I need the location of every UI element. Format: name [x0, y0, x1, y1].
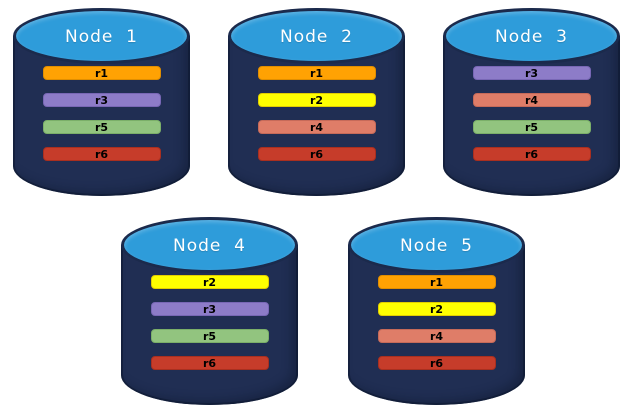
node-1-cylinder-top: Node 1 [13, 8, 190, 64]
replica-label: r3 [94, 93, 109, 107]
replica-label: r2 [429, 302, 444, 316]
replica-label: r4 [309, 120, 324, 134]
node-4-replica-list: r2 r3 r5 r6 [121, 275, 298, 370]
node-5-replica-list: r1 r2 r4 r6 [348, 275, 525, 370]
node-3-cylinder: Node 3 r3 r4 r5 r6 [443, 8, 620, 196]
replica-label: r6 [309, 147, 324, 161]
replica-bar-r5: r5 [150, 329, 269, 343]
node-1-title: Node 1 [65, 27, 138, 47]
replica-bar-r6: r6 [42, 147, 161, 161]
replica-label: r6 [202, 356, 217, 370]
replica-label: r1 [429, 275, 444, 289]
node-1-cylinder: Node 1 r1 r3 r5 r6 [13, 8, 190, 196]
replica-label: r2 [309, 93, 324, 107]
node-3-cylinder-top: Node 3 [443, 8, 620, 64]
replica-bar-r5: r5 [472, 120, 591, 134]
replica-label: r6 [524, 147, 539, 161]
replica-label: r1 [94, 66, 109, 80]
node-4-cylinder: Node 4 r2 r3 r5 r6 [121, 217, 298, 405]
node-2-cylinder-top: Node 2 [228, 8, 405, 64]
replica-bar-r3: r3 [42, 93, 161, 107]
replica-bar-r6: r6 [150, 356, 269, 370]
replica-bar-r6: r6 [377, 356, 496, 370]
replica-label: r6 [94, 147, 109, 161]
node-5-title: Node 5 [400, 236, 473, 256]
replica-label: r5 [94, 120, 109, 134]
replica-bar-r6: r6 [257, 147, 376, 161]
replica-bar-r1: r1 [42, 66, 161, 80]
replica-bar-r1: r1 [377, 275, 496, 289]
replica-label: r5 [202, 329, 217, 343]
replica-bar-r2: r2 [150, 275, 269, 289]
replica-label: r6 [429, 356, 444, 370]
replica-bar-r6: r6 [472, 147, 591, 161]
replica-bar-r5: r5 [42, 120, 161, 134]
replica-bar-r3: r3 [150, 302, 269, 316]
replica-label: r1 [309, 66, 324, 80]
replica-bar-r2: r2 [377, 302, 496, 316]
replica-label: r4 [429, 329, 444, 343]
replica-label: r3 [524, 66, 539, 80]
node-3-replica-list: r3 r4 r5 r6 [443, 66, 620, 161]
node-4-cylinder-top: Node 4 [121, 217, 298, 273]
node-2-title: Node 2 [280, 27, 353, 47]
node-5-cylinder-top: Node 5 [348, 217, 525, 273]
node-3-title: Node 3 [495, 27, 568, 47]
replica-bar-r1: r1 [257, 66, 376, 80]
replica-bar-r2: r2 [257, 93, 376, 107]
replica-bar-r3: r3 [472, 66, 591, 80]
node-5-cylinder: Node 5 r1 r2 r4 r6 [348, 217, 525, 405]
replica-label: r3 [202, 302, 217, 316]
node-2-replica-list: r1 r2 r4 r6 [228, 66, 405, 161]
replica-label: r5 [524, 120, 539, 134]
replica-bar-r4: r4 [472, 93, 591, 107]
replica-bar-r4: r4 [377, 329, 496, 343]
replica-label: r4 [524, 93, 539, 107]
node-1-replica-list: r1 r3 r5 r6 [13, 66, 190, 161]
node-4-title: Node 4 [173, 236, 246, 256]
node-2-cylinder: Node 2 r1 r2 r4 r6 [228, 8, 405, 196]
replica-label: r2 [202, 275, 217, 289]
replica-bar-r4: r4 [257, 120, 376, 134]
